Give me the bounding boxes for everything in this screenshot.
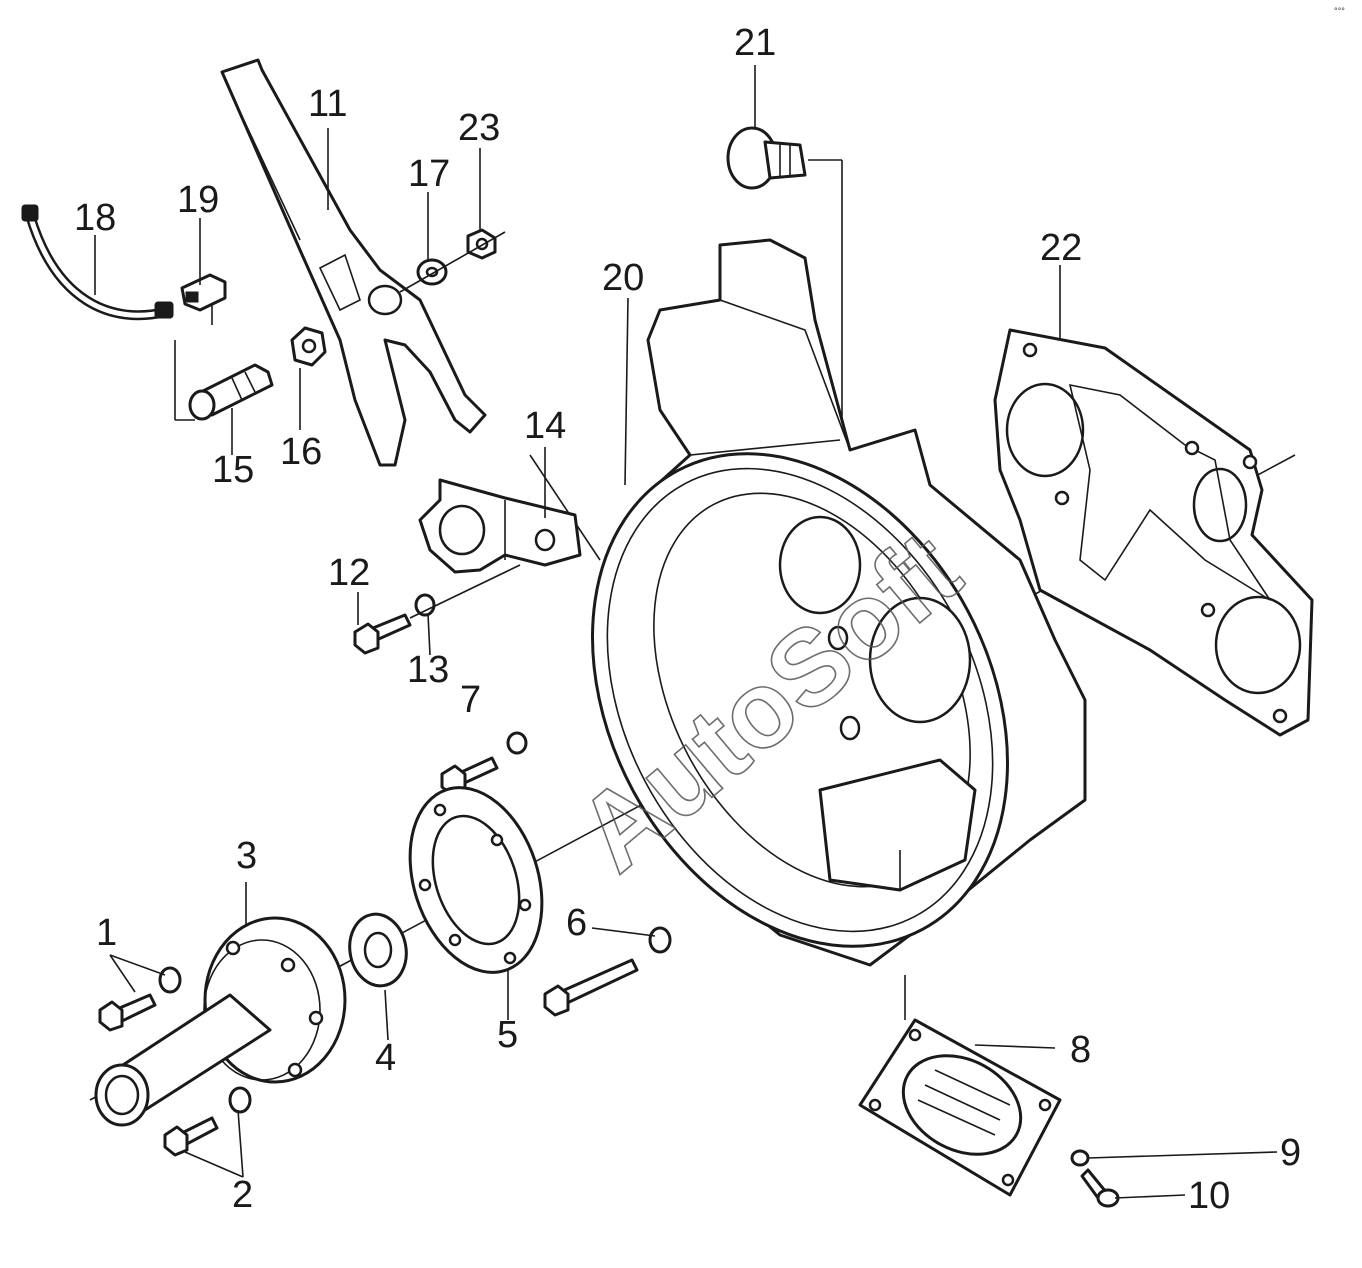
callout-12: 12 xyxy=(328,552,370,594)
clutch-housing-20 xyxy=(591,238,1087,967)
flange-gasket-5 xyxy=(408,786,544,974)
nut-16 xyxy=(290,326,327,367)
washer-9 xyxy=(1070,1149,1090,1167)
callout-7: 7 xyxy=(460,679,481,721)
gasket-22 xyxy=(993,328,1314,737)
screw-10 xyxy=(1080,1168,1120,1208)
callout-11: 11 xyxy=(308,83,347,125)
sensor-cable-18 xyxy=(21,204,174,321)
bolt-12 xyxy=(353,613,412,655)
callout-8: 8 xyxy=(1070,1029,1091,1071)
washer-17 xyxy=(416,258,448,286)
callout-18: 18 xyxy=(74,197,116,239)
bolt-2 xyxy=(163,1086,252,1157)
washer-13 xyxy=(414,593,436,617)
seal-ring-4 xyxy=(348,912,408,988)
bracket-14 xyxy=(418,478,582,574)
pivot-pin-15 xyxy=(188,363,274,421)
callout-20: 20 xyxy=(602,257,644,299)
nut-23 xyxy=(466,228,497,260)
bolt-6 xyxy=(543,926,672,1017)
callout-22: 22 xyxy=(1040,227,1082,269)
callout-13: 13 xyxy=(407,649,449,691)
release-fork xyxy=(220,58,487,467)
callout-5: 5 xyxy=(497,1014,518,1056)
callout-10: 10 xyxy=(1188,1175,1230,1217)
callout-21: 21 xyxy=(734,22,776,64)
callout-3: 3 xyxy=(236,835,257,877)
leader-lines xyxy=(94,65,1278,1199)
connector-19 xyxy=(180,273,227,325)
callout-23: 23 xyxy=(458,107,500,149)
plug-21 xyxy=(726,126,807,190)
corner-mark: °°° xyxy=(1334,6,1345,16)
callout-19: 19 xyxy=(177,179,219,221)
cover-plate-8 xyxy=(858,1018,1062,1197)
bolt-7 xyxy=(440,731,528,797)
callout-16: 16 xyxy=(280,431,322,473)
callout-17: 17 xyxy=(408,153,450,195)
callout-14: 14 xyxy=(524,405,566,447)
bolt-1 xyxy=(98,966,182,1032)
callout-15: 15 xyxy=(212,449,254,491)
callout-6: 6 xyxy=(566,902,587,944)
input-shaft-3 xyxy=(94,916,347,1127)
callout-1: 1 xyxy=(96,912,117,954)
callout-2: 2 xyxy=(232,1174,253,1216)
callout-labels: 1 2 3 4 5 6 7 8 9 10 11 12 13 14 15 16 1… xyxy=(74,22,1301,1217)
callout-4: 4 xyxy=(375,1037,396,1079)
callout-9: 9 xyxy=(1280,1132,1301,1174)
